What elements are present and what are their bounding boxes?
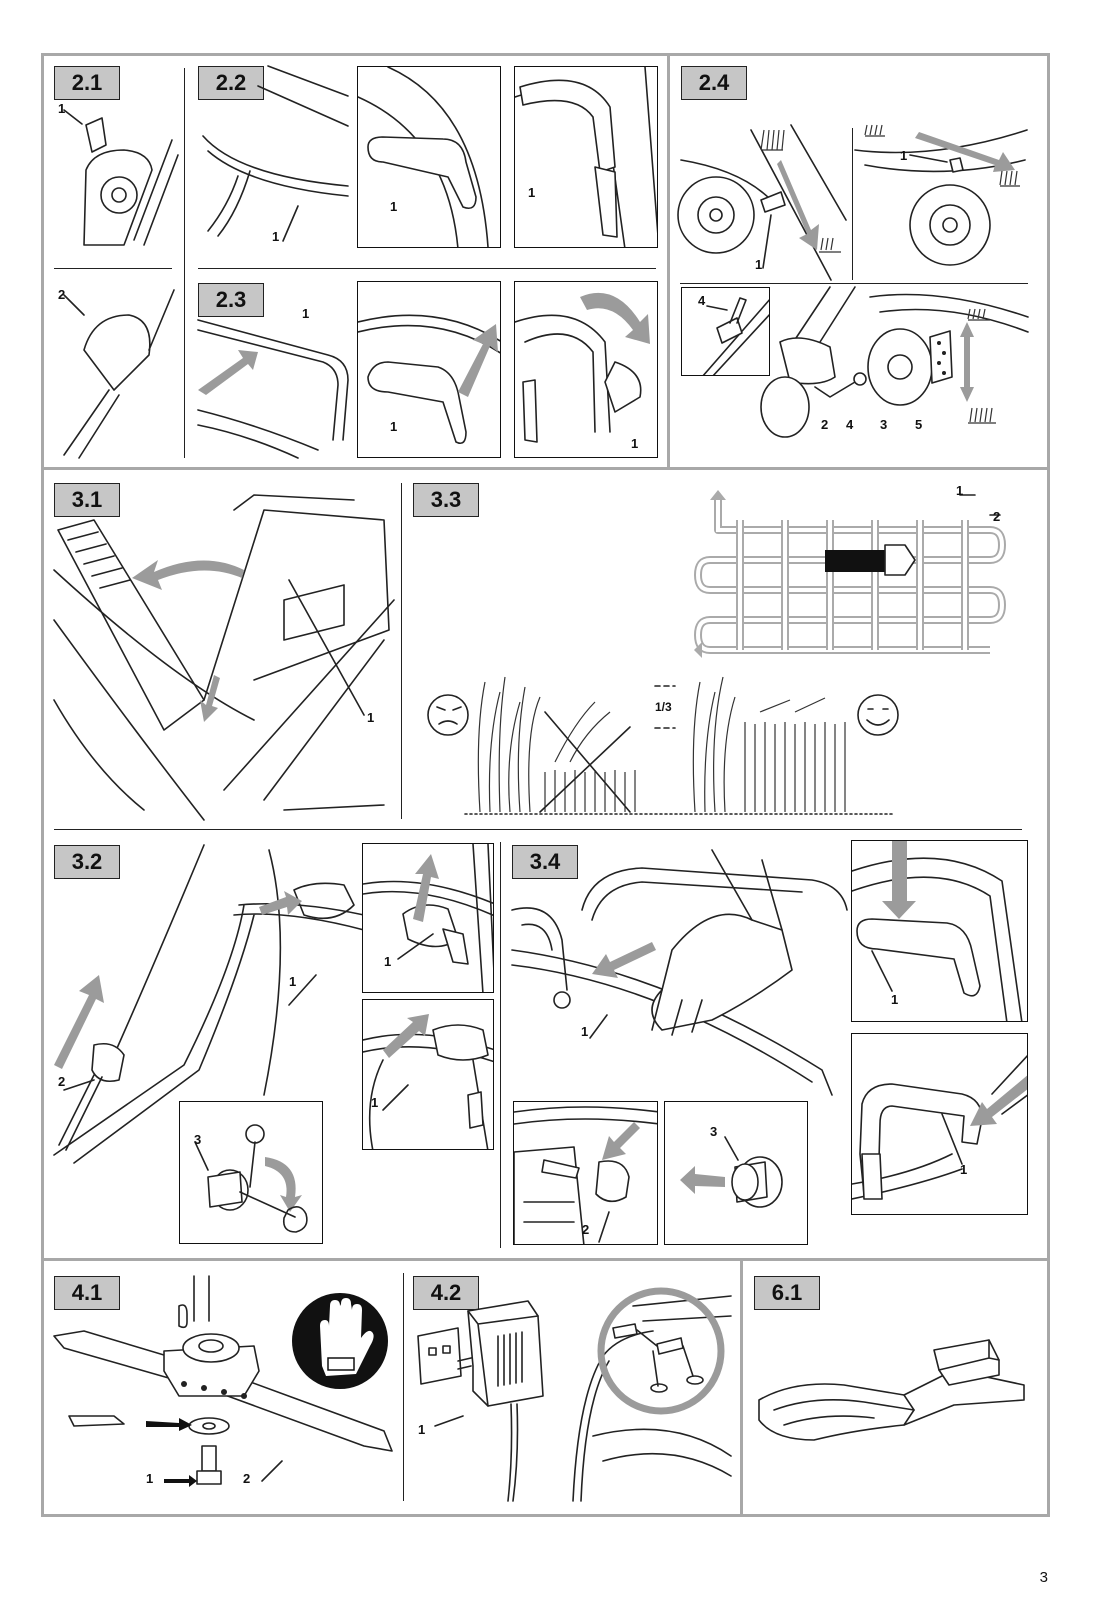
section-3-2-title: 3.2	[54, 845, 120, 879]
label-3-1-a: 1	[367, 710, 375, 725]
label-3-4-c: 1	[960, 1162, 968, 1177]
detail-3-4-engine	[513, 1101, 658, 1245]
detail-3-2-handle-down	[362, 999, 494, 1150]
section-3-4-title: 3.4	[512, 845, 578, 879]
page-number: 3	[1039, 1569, 1048, 1586]
illustration-6-1-mulch-insert	[758, 1339, 1025, 1441]
divider-row2	[54, 829, 1022, 830]
label-4-2-a: 1	[418, 1422, 426, 1437]
detail-3-4-key	[664, 1101, 808, 1245]
detail-2-2-clip	[514, 66, 658, 248]
label-2-4-g: 5	[915, 417, 923, 432]
label-2-1-a: 1	[58, 101, 66, 116]
section-2-4-title: 2.4	[681, 66, 747, 100]
label-2-3-b: 1	[390, 419, 398, 434]
label-3-4-d: 2	[582, 1222, 590, 1237]
label-2-2-c: 1	[528, 185, 536, 200]
label-2-4-c: 4	[698, 293, 706, 308]
label-2-4-e: 4	[846, 417, 854, 432]
divider-41-42	[403, 1273, 404, 1501]
illustration-3-3-grass-height	[427, 676, 899, 815]
label-2-3-a: 1	[302, 306, 310, 321]
label-2-4-b: 1	[900, 148, 908, 163]
label-2-2-a: 1	[272, 229, 280, 244]
label-3-3-b: 2	[993, 509, 1001, 524]
illustration-2-4-wheel-right	[854, 124, 1028, 266]
label-3-4-e: 3	[710, 1124, 718, 1139]
detail-2-3-lever	[357, 281, 501, 458]
label-2-4-f: 3	[880, 417, 888, 432]
divider-row1-right	[667, 56, 670, 467]
section-4-2-title: 4.2	[413, 1276, 479, 1310]
illustration-3-4-brake	[511, 849, 848, 1096]
illustration-4-2-charger	[417, 1287, 732, 1502]
illustration-2-4-adjust	[760, 286, 1029, 438]
label-3-3-a: 1	[956, 483, 964, 498]
illustration-2-1-lower	[63, 289, 175, 459]
detail-2-4-pin	[681, 287, 770, 376]
section-2-2-title: 2.2	[198, 66, 264, 100]
divider-21-inner	[54, 268, 172, 269]
label-3-2-b: 2	[58, 1074, 66, 1089]
label-3-2-a: 1	[289, 974, 297, 989]
detail-3-4-lever-release	[851, 1033, 1028, 1215]
divider-31-33	[401, 483, 402, 819]
section-3-1-title: 3.1	[54, 483, 120, 517]
illustration-2-1-upper	[63, 109, 179, 246]
label-2-4-a: 1	[755, 257, 763, 272]
detail-2-3-fold	[514, 281, 658, 458]
section-3-3-title: 3.3	[413, 483, 479, 517]
section-6-1-title: 6.1	[754, 1276, 820, 1310]
divider-2-4-mid	[680, 283, 1028, 284]
label-2-4-d: 2	[821, 417, 829, 432]
divider-row1	[44, 467, 1047, 470]
illustration-3-1-grassbag	[53, 494, 395, 821]
instruction-sheet	[41, 53, 1050, 1517]
label-2-1-b: 2	[58, 287, 66, 302]
illustration-2-4-wheel-left	[677, 124, 847, 281]
label-3-2-d: 1	[384, 954, 392, 969]
label-2-3-c: 1	[631, 436, 639, 451]
section-4-1-title: 4.1	[54, 1276, 120, 1310]
divider-22-23	[198, 268, 656, 269]
divider-21	[184, 68, 185, 458]
divider-32-34	[500, 842, 501, 1248]
label-3-2-e: 1	[371, 1095, 379, 1110]
section-2-3-title: 2.3	[198, 283, 264, 317]
illustration-3-2-start	[53, 844, 365, 1164]
detail-3-2-key	[179, 1101, 323, 1244]
label-3-4-b: 1	[891, 992, 899, 1007]
divider-2-4-top	[852, 128, 853, 280]
label-3-4-a: 1	[581, 1024, 589, 1039]
divider-row3-right	[740, 1261, 743, 1514]
illustration-3-3-mowing-pattern	[694, 490, 1006, 658]
label-3-3-ratio: 1/3	[655, 700, 672, 714]
detail-3-4-lever-down	[851, 840, 1028, 1022]
label-2-2-b: 1	[390, 199, 398, 214]
illustration-2-2-frame	[202, 65, 349, 242]
label-4-1-a: 1	[146, 1471, 154, 1486]
detail-2-2-handle	[357, 66, 501, 248]
detail-3-2-handle-up	[362, 843, 494, 993]
illustration-2-3-frame	[197, 319, 349, 459]
illustration-4-1-blade	[53, 1275, 393, 1487]
divider-row3	[44, 1258, 1047, 1261]
label-3-2-c: 3	[194, 1132, 202, 1147]
section-2-1-title: 2.1	[54, 66, 120, 100]
label-4-1-b: 2	[243, 1471, 251, 1486]
